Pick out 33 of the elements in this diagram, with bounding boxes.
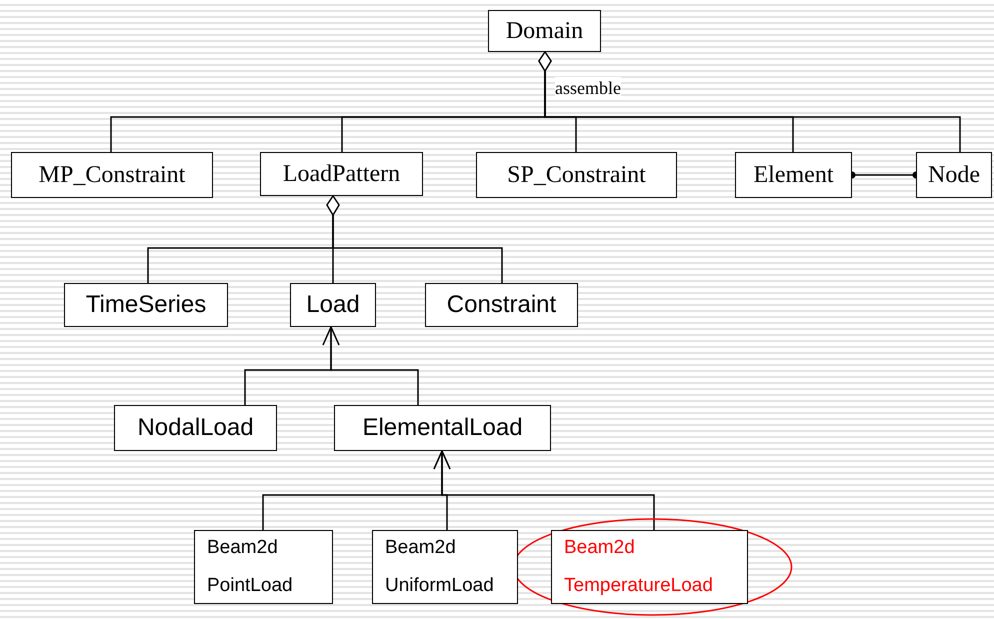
class-box [290, 283, 376, 327]
class-name: Domain [504, 17, 584, 46]
connector [433, 450, 655, 530]
class-box [334, 405, 551, 451]
connector [322, 326, 419, 405]
class-box [260, 152, 423, 196]
connector [326, 195, 503, 283]
class-box [476, 152, 677, 198]
class-name: Load [305, 290, 361, 320]
class-name: Node [927, 161, 981, 190]
class-name: TimeSeries [84, 290, 208, 320]
class-name: Element [752, 161, 834, 190]
class-box [11, 152, 213, 198]
connector [538, 51, 961, 152]
class-box [372, 530, 518, 604]
class-name: SP_Constraint [506, 161, 647, 190]
class-name: ElementalLoad [361, 413, 524, 443]
class-box [551, 530, 748, 604]
class-box [735, 152, 852, 198]
class-box [194, 530, 333, 604]
edge-label: assemble [555, 77, 621, 99]
class-name: Beam2d TemperatureLoad [564, 536, 714, 598]
class-name: LoadPattern [282, 160, 402, 189]
class-name: Constraint [446, 290, 558, 320]
class-box [425, 283, 578, 327]
class-box [64, 283, 228, 327]
class-name: Beam2d UniformLoad [385, 536, 495, 598]
class-box [114, 405, 277, 451]
class-name: MP_Constraint [38, 161, 186, 190]
class-box [916, 152, 992, 198]
class-box [488, 10, 601, 52]
class-name: Beam2d PointLoad [207, 536, 294, 598]
class-name: NodalLoad [136, 413, 255, 443]
